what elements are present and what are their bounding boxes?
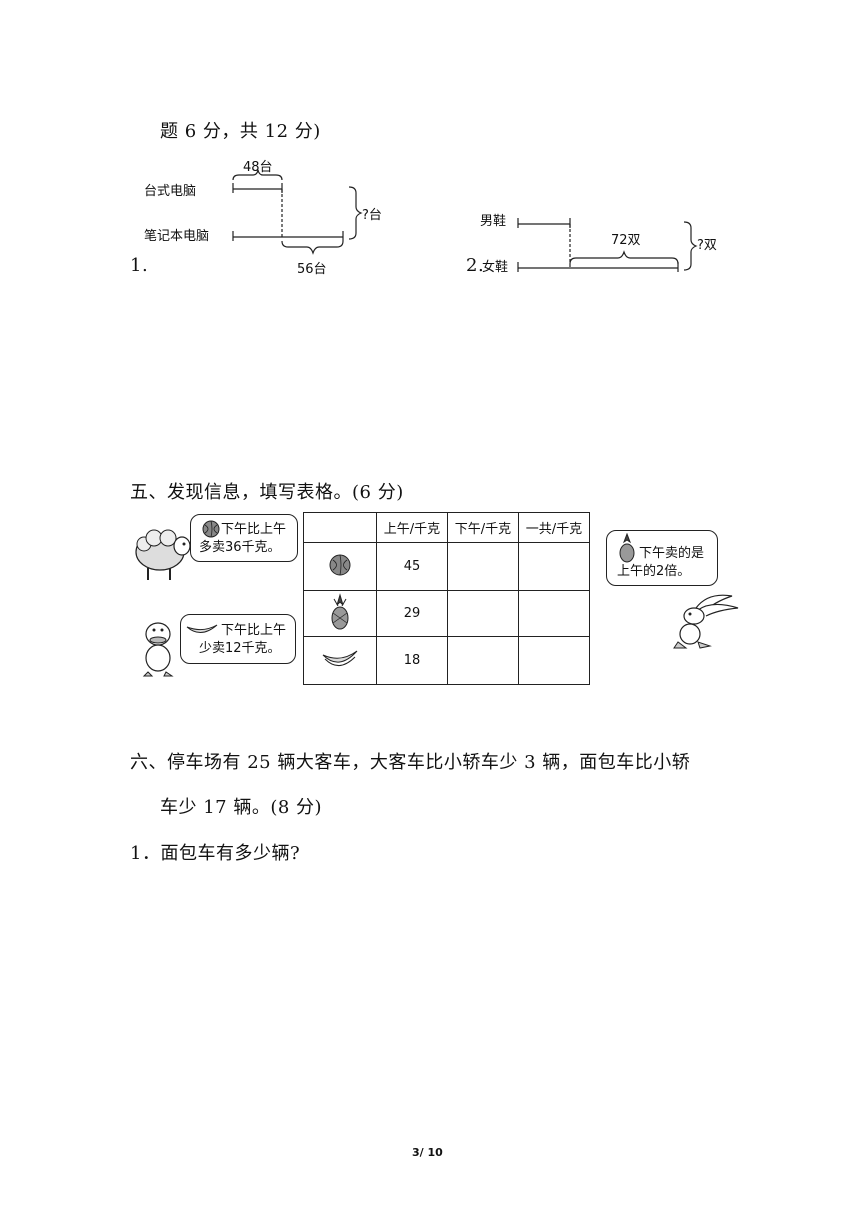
- bubble-text-line: 下午比上午: [221, 522, 287, 537]
- watermelon-icon: [329, 554, 351, 575]
- table-cell-morning: 45: [376, 542, 448, 591]
- table-row: 29: [303, 590, 590, 637]
- page-number: 3/ 10: [412, 1146, 443, 1159]
- table-cell-total-blank[interactable]: [518, 590, 590, 637]
- table-cell-afternoon-blank[interactable]: [447, 636, 519, 685]
- speech-bubble-banana: 下午比上午 少卖12千克。: [180, 614, 296, 664]
- table-row: 18: [303, 636, 590, 685]
- table-cell-morning: 18: [376, 636, 448, 685]
- speech-bubble-pineapple: 下午卖的是 上午的2倍。: [606, 530, 718, 586]
- q1-number: 1.: [130, 255, 149, 276]
- bubble-text-line: 少卖12千克。: [199, 641, 281, 656]
- section6-title-line1: 六、停车场有 25 辆大客车，大客车比小轿车少 3 辆，面包车比小轿: [130, 752, 691, 773]
- pineapple-icon: [331, 592, 349, 629]
- bubble-text-line: 上午的2倍。: [617, 564, 691, 579]
- bubble-text-line: 下午比上午: [221, 623, 287, 638]
- q2-label-men: 男鞋: [480, 214, 507, 229]
- banana-icon: [186, 624, 218, 633]
- q1-label-desktop: 台式电脑: [144, 184, 197, 199]
- table-header-afternoon: 下午/千克: [447, 512, 519, 543]
- table-header-total: 一共/千克: [518, 512, 590, 543]
- rabbit-icon: [673, 594, 739, 649]
- q1-label-laptop: 笔记本电脑: [144, 229, 210, 244]
- q2-value: 72双: [611, 233, 641, 248]
- table-row: 45: [303, 542, 590, 591]
- q1-line-diagram: [232, 169, 363, 255]
- banana-icon: [322, 650, 358, 666]
- pineapple-icon: [619, 533, 635, 563]
- table-header-morning: 上午/千克: [376, 512, 448, 543]
- section6-title-line2: 车少 17 辆。(8 分): [160, 797, 323, 818]
- duck-icon: [142, 622, 174, 677]
- table-header-cell: [303, 512, 377, 543]
- q1-top-value: 48台: [243, 160, 273, 175]
- q1-question-mark: ?台: [362, 208, 382, 223]
- fruit-sales-table: 上午/千克 下午/千克 一共/千克 45 29: [303, 512, 590, 685]
- table-fruit-cell: [303, 542, 377, 591]
- q2-question-mark: ?双: [697, 238, 717, 253]
- bubble-text-line: 多卖36千克。: [199, 540, 281, 555]
- q2-number: 2.: [466, 255, 485, 276]
- watermelon-icon: [202, 520, 220, 538]
- table-fruit-cell: [303, 590, 377, 637]
- section6-question1: 1．面包车有多少辆?: [130, 843, 301, 864]
- table-cell-total-blank[interactable]: [518, 636, 590, 685]
- q2-line-diagram: [517, 218, 698, 272]
- q1-bottom-value: 56台: [297, 262, 327, 277]
- table-cell-afternoon-blank[interactable]: [447, 542, 519, 591]
- table-cell-morning: 29: [376, 590, 448, 637]
- bubble-text-line: 下午卖的是: [639, 546, 705, 561]
- table-cell-afternoon-blank[interactable]: [447, 590, 519, 637]
- table-cell-total-blank[interactable]: [518, 542, 590, 591]
- section5-title: 五、发现信息，填写表格。(6 分): [130, 482, 404, 503]
- sheep-icon: [135, 529, 191, 580]
- section4-header-line: 题 6 分，共 12 分): [160, 121, 321, 142]
- q2-label-women: 女鞋: [482, 260, 509, 275]
- speech-bubble-watermelon: 下午比上午 多卖36千克。: [190, 514, 298, 562]
- table-fruit-cell: [303, 636, 377, 685]
